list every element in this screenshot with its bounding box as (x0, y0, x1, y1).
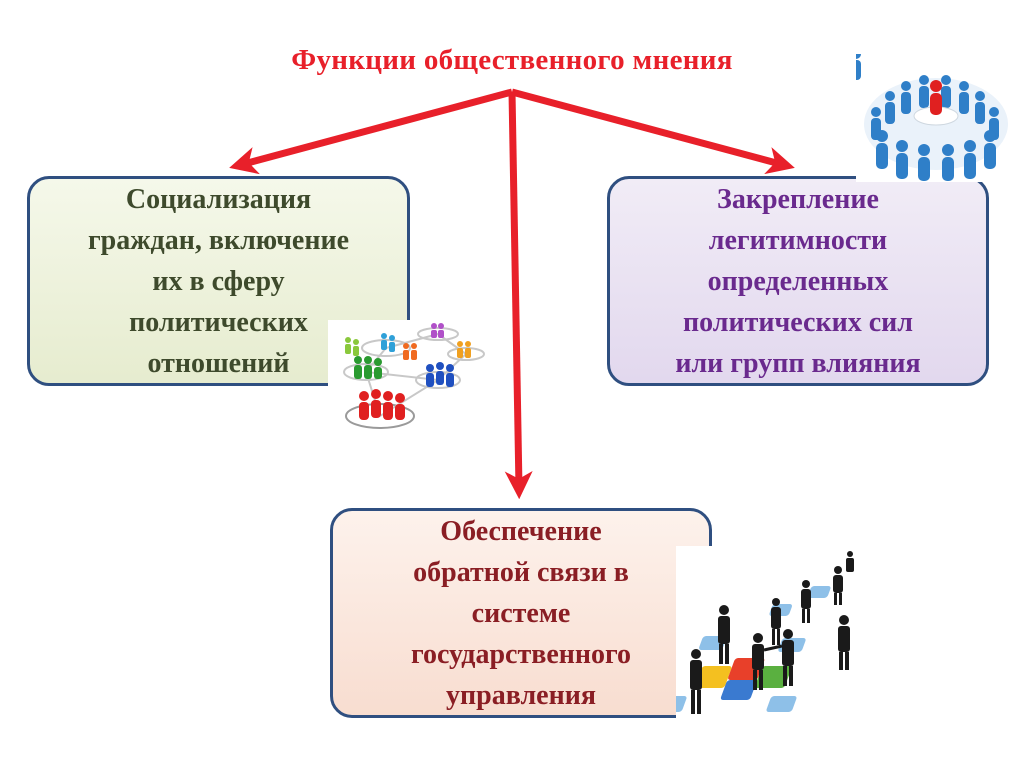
crowd-with-leader-icon (851, 49, 1016, 182)
social-network-people-icon (328, 320, 488, 438)
business-puzzle-people-icon (656, 546, 876, 736)
arrow-to-bottom-box (504, 91, 533, 500)
arrow-to-right-box (511, 88, 795, 175)
box-feedback-text: Обеспечение обратной связи в системе гос… (410, 515, 632, 711)
diagram-title: Функции общественного мнения (291, 44, 733, 76)
box-feedback: Обеспечение обратной связи в системе гос… (330, 508, 712, 718)
box-legitimacy: Закрепление легитимности определенных по… (607, 176, 989, 386)
box-socialization-text: Социализация граждан, включение их в сфе… (87, 183, 350, 379)
arrow-to-left-box (229, 88, 513, 175)
box-legitimacy-text: Закрепление легитимности определенных по… (675, 183, 921, 379)
